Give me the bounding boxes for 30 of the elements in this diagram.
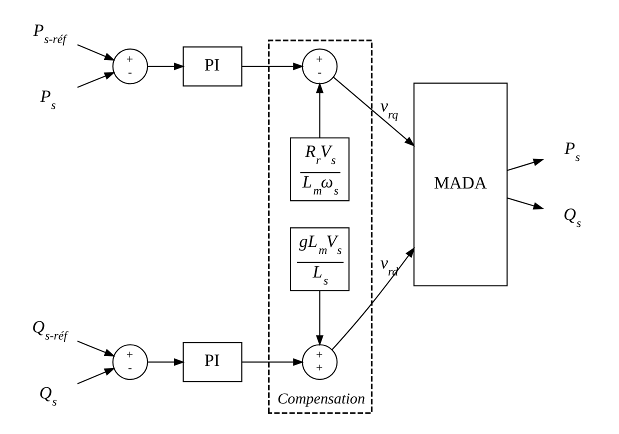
arrow (506, 197, 544, 210)
node-circle: + - (301, 48, 338, 84)
node-text: Q$_{s}$ (562, 204, 581, 230)
node-text: Q$_{s-réf}$ (32, 317, 67, 342)
node-circle: + - (112, 344, 148, 380)
node-box: MADA (412, 82, 508, 286)
node-text: P$_{s}$ (564, 138, 580, 164)
arrow (76, 72, 115, 88)
arrow (147, 358, 184, 366)
arrow (76, 367, 115, 384)
arrow (242, 358, 304, 366)
arrow (315, 82, 324, 138)
arrow (76, 340, 115, 356)
node-circle: + - (112, 48, 148, 84)
arrow (242, 62, 304, 70)
arrow (506, 158, 544, 170)
node-box: PI (182, 342, 242, 382)
arrow (76, 44, 115, 60)
arrow (315, 290, 324, 346)
node-text: Q$_{s}$ (38, 383, 56, 408)
arrow (332, 76, 415, 146)
edge-label: v$_{rq}$ (380, 96, 398, 122)
arrow (331, 246, 414, 350)
arrow (147, 62, 184, 70)
node-text: P$_{s-réf}$ (32, 20, 66, 46)
node-box: R$_{r}$V$_{s}$ L$_{m}$ω$_{s}$ (289, 136, 350, 201)
node-text: P$_{s}$ (40, 86, 56, 112)
node-circle: + + (301, 344, 338, 380)
node-box: PI (182, 46, 242, 86)
node-box: gL$_{m}$V$_{s}$ L$_{s}$ (289, 226, 350, 291)
